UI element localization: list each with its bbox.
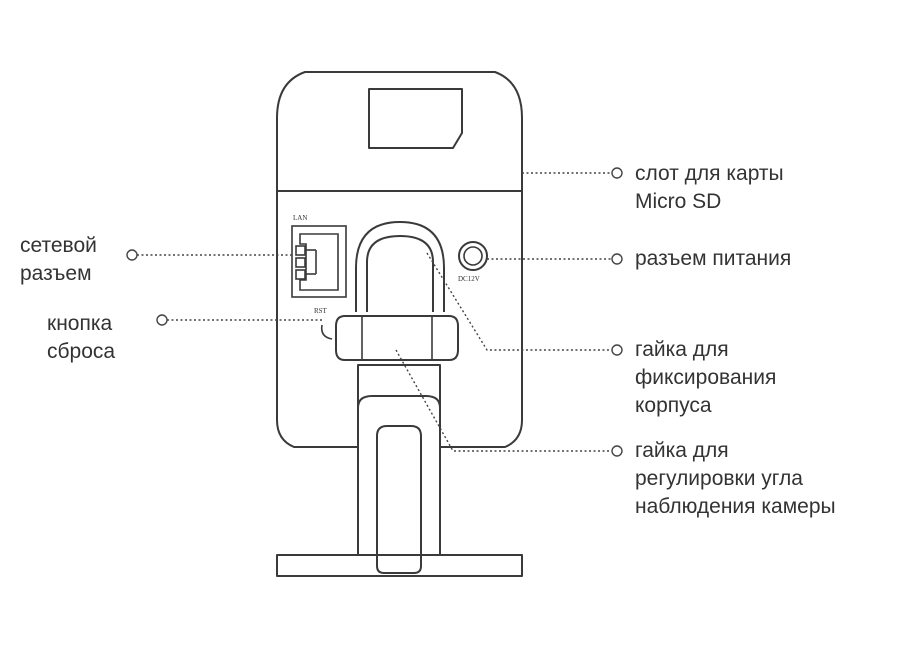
label-line: сброса (47, 340, 116, 363)
endpoint-power-jack (611, 253, 623, 265)
leader-angle-nut (395, 349, 612, 452)
endpoint-sd-slot (611, 167, 623, 179)
label-line: кнопка (47, 312, 113, 335)
endpoint-angle-nut (611, 445, 623, 457)
label-lock-nut: гайка для фиксирования корпуса (635, 336, 776, 420)
stand-neck (357, 395, 441, 447)
leader-lock-nut (426, 252, 612, 351)
stand-base (276, 554, 523, 577)
lan-port: LAN (291, 214, 347, 298)
endpoint-lock-nut (611, 344, 623, 356)
angle-adjustment-nut (335, 315, 459, 361)
label-reset-button: кнопка сброса (47, 310, 115, 366)
label-network-port: сетевой разъем (20, 232, 97, 288)
camera-stand (276, 395, 523, 577)
power-jack-inner (463, 246, 483, 266)
reset-button: RST (314, 307, 333, 340)
leader-endpoints (126, 167, 623, 457)
rst-mark: RST (314, 307, 328, 315)
label-power-jack: разъем питания (635, 245, 791, 273)
label-line: гайка для (635, 338, 729, 361)
label-line: наблюдения камеры (635, 495, 836, 518)
lan-pin (295, 257, 306, 268)
swivel-neck (366, 235, 434, 312)
label-line: корпуса (635, 394, 712, 417)
endpoint-network-port (126, 249, 138, 261)
label-line: сетевой (20, 234, 97, 257)
power-jack: DC12V (458, 241, 488, 283)
camera-housing (276, 71, 523, 448)
camera-body (276, 71, 523, 448)
label-line: разъем питания (635, 247, 792, 270)
micro-sd-slot (368, 88, 463, 149)
label-sd-slot: слот для карты Micro SD (635, 160, 784, 216)
lan-pin (295, 269, 306, 280)
label-line: разъем (20, 262, 92, 285)
dc-mark: DC12V (458, 275, 480, 283)
leader-lines (137, 172, 612, 452)
lan-port-frame (291, 225, 347, 298)
label-line: регулировки угла (635, 467, 803, 490)
lan-port-socket (299, 233, 339, 291)
label-line: фиксирования (635, 366, 777, 389)
stand-column (376, 425, 422, 447)
power-jack-outer (458, 241, 488, 271)
lan-mark: LAN (293, 214, 307, 222)
reset-button-hole (320, 324, 333, 340)
lan-pin (295, 245, 306, 256)
label-angle-nut: гайка для регулировки угла наблюдения ка… (635, 437, 836, 521)
label-line: слот для карты (635, 162, 784, 185)
label-line: Micro SD (635, 190, 722, 213)
label-line: гайка для (635, 439, 729, 462)
endpoint-reset-button (156, 314, 168, 326)
stand-column-foot (376, 565, 422, 574)
swivel-joint (335, 221, 459, 361)
swivel-ring (355, 221, 445, 312)
